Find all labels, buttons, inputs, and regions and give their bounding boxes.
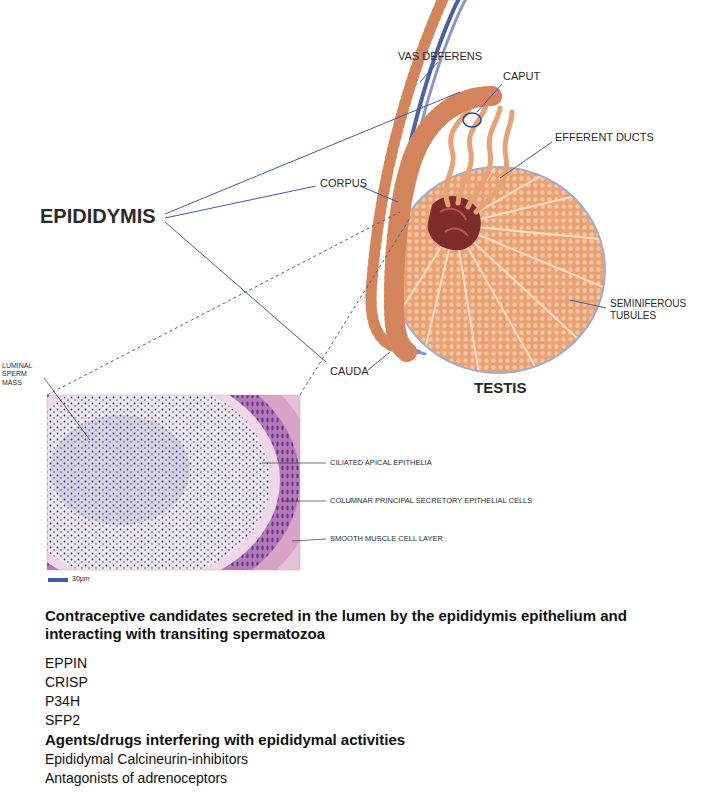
zoom-marker: [463, 113, 481, 127]
part-label: VAS DEFERENS: [398, 50, 482, 63]
part-label: CAUDA: [330, 365, 369, 378]
zoom-lines: [47, 212, 410, 395]
part-label: SEMINIFEROUS TUBULES: [610, 298, 705, 322]
list-item: SFP2: [45, 712, 80, 729]
histology-micrograph: [0, 340, 318, 620]
list-item: Antagonists of adrenoceptors: [45, 770, 227, 787]
list-item: CRISP: [45, 674, 88, 691]
list-item: P34H: [45, 693, 80, 710]
group-label: EPIDIDYMIS: [40, 204, 156, 228]
testis-drawing: [390, 160, 610, 380]
histology-label: SMOOTH MUSCLE CELL LAYER: [330, 534, 443, 543]
scale-bar: [48, 578, 68, 582]
list-item: EPPIN: [45, 655, 87, 672]
efferent-ducts-drawing: [446, 106, 512, 212]
histology-label: COLUMNAR PRINCIPAL SECRETORY EPITHELIAL …: [330, 496, 532, 505]
histology-leaders: [44, 378, 326, 541]
section-heading: Agents/drugs interfering with epididymal…: [45, 731, 405, 749]
part-label: EFFERENT DUCTS: [555, 131, 654, 144]
list-item: Epididymal Calcineurin-inhibitors: [45, 751, 248, 768]
scale-label: 30μm: [72, 575, 90, 583]
part-label: CAPUT: [503, 70, 540, 83]
epididymis-drawing: [394, 96, 492, 352]
part-label: CORPUS: [320, 177, 367, 190]
organ-label: TESTIS: [474, 379, 527, 397]
histology-label: CILIATED APICAL EPITHELIA: [330, 458, 432, 467]
leader-lines: [165, 62, 606, 370]
section-heading: Contraceptive candidates secreted in the…: [45, 607, 695, 643]
histology-label: LUMINAL SPERM MASS: [2, 362, 44, 387]
